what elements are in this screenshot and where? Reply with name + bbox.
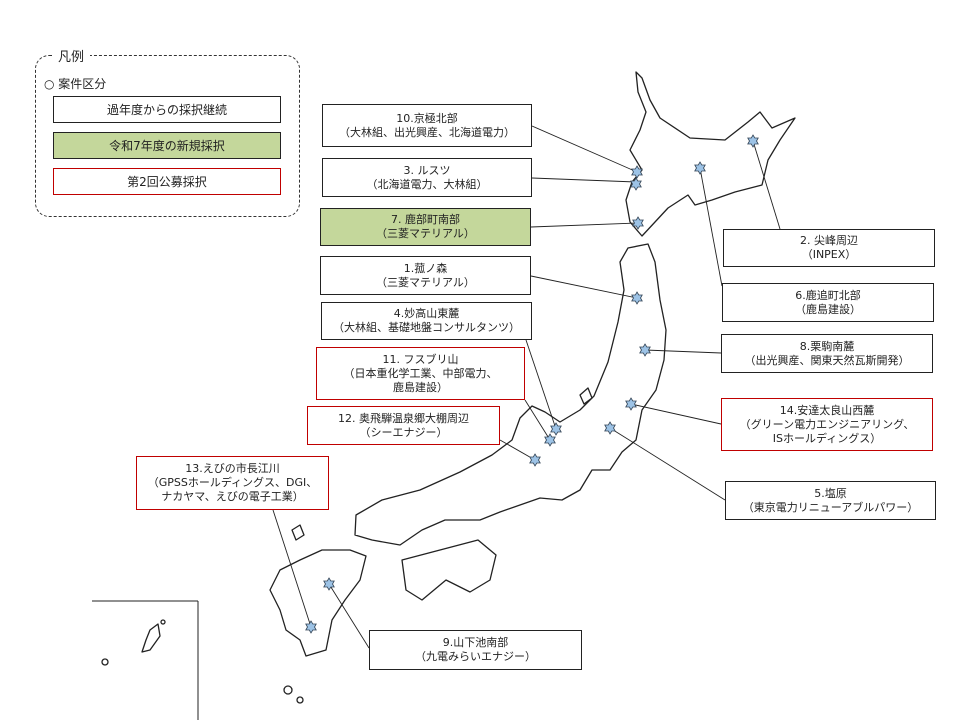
site-label-text: （日本重化学工業、中部電力、: [343, 366, 498, 380]
site-label-text: 9.山下池南部: [442, 636, 509, 649]
site-box-3: 3. ルスツ（北海道電力、大林組）: [322, 158, 532, 197]
site-box-8: 8.栗駒南麓（出光興産、関東天然瓦斯開発）: [721, 334, 933, 373]
site-label-text: 10.京極北部: [396, 111, 458, 125]
legend-title: 凡例: [52, 46, 91, 65]
site-star-icon: [625, 397, 637, 411]
site-star-icon: [630, 177, 642, 191]
legend-item-round2: 第2回公募採択: [53, 168, 281, 195]
site-label-text: （北海道電力、大林組）: [366, 177, 488, 191]
site-box-10: 10.京極北部（大林組、出光興産、北海道電力）: [322, 104, 532, 147]
kyushu: [269, 549, 367, 657]
site-label-text: 8.栗駒南麓: [799, 339, 855, 353]
site-star-icon: [639, 343, 651, 357]
site-box-1: 1.菰ノ森（三菱マテリアル）: [320, 256, 531, 295]
site-box-6: 6.鹿追町北部（鹿島建設）: [722, 283, 934, 322]
site-label-text: 1.菰ノ森: [403, 261, 448, 275]
site-label-text: （グリーン電力エンジニアリング、: [739, 417, 915, 431]
site-label-text: 4.妙高山東麓: [393, 307, 460, 320]
site-box-4: 4.妙高山東麓（大林組、基礎地盤コンサルタンツ）: [321, 302, 532, 340]
honshu: [354, 243, 667, 546]
site-star-icon: [323, 577, 335, 591]
site-label-text: ISホールディングス）: [772, 431, 882, 445]
site-star-icon: [747, 134, 759, 148]
hokkaido: [625, 71, 796, 237]
site-label-text: （シーエナジー）: [359, 425, 448, 439]
okinawa-island: [141, 623, 161, 653]
site-label-text: 6.鹿追町北部: [795, 288, 861, 302]
legend-subtitle: ○ 案件区分: [44, 77, 107, 91]
site-star-icon: [632, 216, 644, 230]
site-star-icon: [529, 453, 541, 467]
site-label-text: （INPEX）: [801, 248, 857, 261]
site-star-icon: [544, 433, 556, 447]
site-box-11: 11. フスブリ山（日本重化学工業、中部電力、鹿島建設）: [316, 347, 525, 400]
site-label-text: （出光興産、関東天然瓦斯開発）: [744, 353, 910, 367]
site-box-13: 13.えびの市長江川（GPSSホールディングス、DGI、ナカヤマ、えびの電子工業…: [136, 456, 329, 510]
site-label-text: （三菱マテリアル）: [376, 227, 475, 240]
site-box-12: 12. 奥飛騨温泉郷大棚周辺（シーエナジー）: [307, 406, 500, 445]
site-box-9: 9.山下池南部（九電みらいエナジー）: [369, 630, 582, 670]
site-label-text: （大林組、基礎地盤コンサルタンツ）: [333, 321, 520, 334]
site-label-text: （九電みらいエナジー）: [415, 650, 536, 663]
site-box-7: 7. 鹿部町南部（三菱マテリアル）: [320, 208, 531, 246]
site-markers: [305, 134, 759, 634]
site-label-text: （GPSSホールディングス、DGI、: [147, 476, 318, 489]
site-label-text: 2. 尖峰周辺: [800, 234, 858, 247]
site-label-text: （大林組、出光興産、北海道電力）: [339, 125, 515, 139]
site-label-text: （三菱マテリアル）: [376, 275, 475, 289]
shikoku: [401, 539, 497, 601]
site-label-text: 11. フスブリ山: [382, 352, 459, 366]
sado-island: [579, 387, 593, 405]
site-star-icon: [631, 291, 643, 305]
legend-frame: [35, 55, 300, 217]
site-label-text: ナカヤマ、えびの電子工業）: [161, 490, 304, 503]
leader-lines: [272, 125, 781, 649]
site-star-icon: [694, 161, 706, 175]
legend-item-new: 令和7年度の新規採択: [53, 132, 281, 159]
site-label-text: 14.安達太良山西麓: [779, 403, 875, 417]
legend-item-continuing: 過年度からの採択継続: [53, 96, 281, 123]
site-label-text: 3. ルスツ: [403, 163, 451, 177]
site-label-text: 7. 鹿部町南部: [391, 213, 460, 226]
site-label-text: 12. 奥飛騨温泉郷大棚周辺: [338, 411, 469, 425]
site-box-14: 14.安達太良山西麓（グリーン電力エンジニアリング、ISホールディングス）: [721, 398, 933, 451]
site-label-text: （鹿島建設）: [795, 302, 861, 316]
site-box-5: 5.塩原（東京電力リニューアブルパワー）: [725, 481, 936, 520]
site-star-icon: [305, 620, 317, 634]
site-label-text: 5.塩原: [814, 486, 847, 500]
site-star-icon: [631, 165, 643, 179]
site-star-icon: [550, 422, 562, 436]
site-star-icon: [604, 421, 616, 435]
site-box-2: 2. 尖峰周辺（INPEX）: [723, 229, 935, 267]
site-label-text: （東京電力リニューアブルパワー）: [742, 500, 919, 514]
okinawa-inset-frame: [92, 600, 199, 720]
site-label-text: 鹿島建設）: [393, 380, 448, 394]
site-label-text: 13.えびの市長江川: [185, 462, 280, 475]
